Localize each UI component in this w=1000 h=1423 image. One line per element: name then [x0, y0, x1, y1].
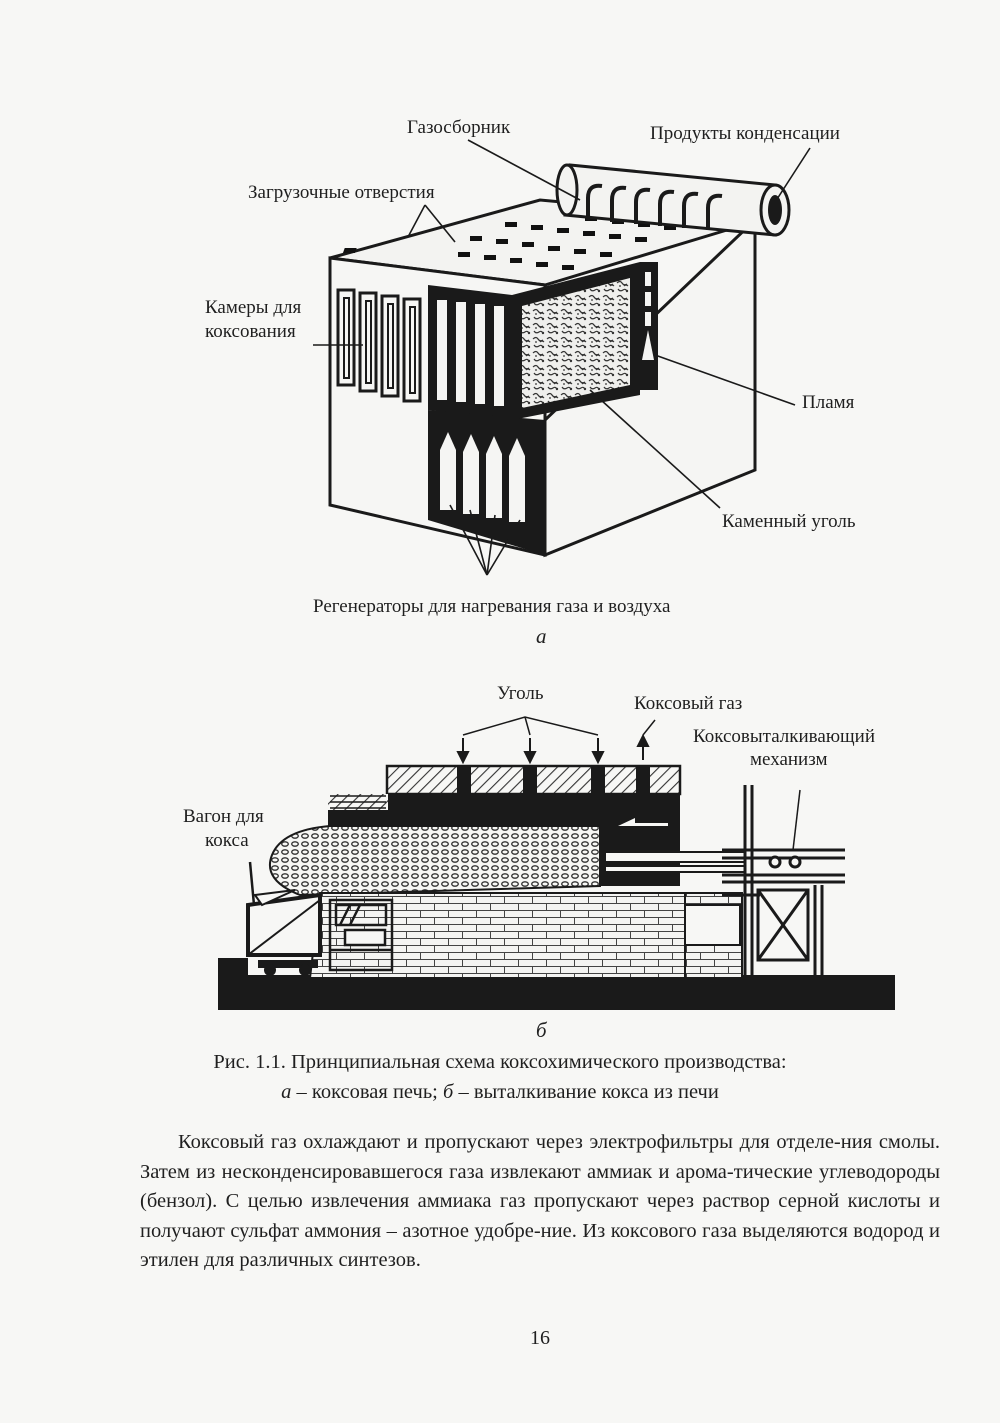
page-number: 16 — [530, 1327, 550, 1349]
pusher-machine — [722, 785, 845, 975]
label-coking-chambers-line2: коксования — [205, 321, 296, 342]
caption-a-letter: а — [281, 1081, 292, 1103]
caption-b-text: – выталкивание кокса из печи — [453, 1081, 719, 1103]
coke-oven-drawing — [313, 139, 811, 576]
figure-caption: Рис. 1.1. Принципиальная схема коксохими… — [0, 1047, 1000, 1107]
coke-pushing-drawing — [218, 716, 895, 1010]
coking-chambers — [336, 288, 422, 403]
label-coking-chambers-line1: Камеры для — [205, 297, 301, 318]
coal-arrows — [456, 733, 650, 765]
label-regenerators: Регенераторы для нагревания газа и возду… — [313, 596, 671, 617]
caption-a-text: – коксовая печь; — [291, 1081, 443, 1103]
label-coke-gas: Коксовый газ — [634, 693, 742, 714]
leader-lines-a — [313, 139, 811, 576]
body-paragraph: Коксовый газ охлаждают и пропускают чере… — [140, 1131, 940, 1271]
caption-line1: Рис. 1.1. Принципиальная схема коксохими… — [213, 1051, 787, 1073]
sublabel-b: б — [536, 1018, 548, 1040]
label-pusher-line2: механизм — [750, 749, 827, 770]
label-gas-collector: Газосборник — [407, 117, 511, 138]
caption-b-letter: б — [443, 1081, 454, 1103]
label-loading-holes: Загрузочные отверстия — [248, 182, 435, 203]
coke-guide — [328, 898, 394, 972]
label-wagon-line2: кокса — [205, 830, 249, 851]
label-wagon-line1: Вагон для — [183, 806, 264, 827]
label-pusher-line1: Коксовыталкивающий — [693, 726, 875, 747]
label-coal-b: Уголь — [497, 683, 544, 704]
label-coal: Каменный уголь — [722, 511, 856, 532]
label-condensation-products: Продукты конденсации — [650, 123, 840, 144]
label-flame: Пламя — [802, 392, 855, 413]
coke-wagon — [246, 861, 322, 976]
figure-illustrations: Газосборник Продукты конденсации Загрузо… — [183, 117, 895, 1040]
gas-collector-pipe — [555, 163, 791, 237]
caption-line2: а – коксовая печь; б – выталкивание кокс… — [0, 1077, 1000, 1107]
sublabel-a: а — [536, 624, 547, 648]
